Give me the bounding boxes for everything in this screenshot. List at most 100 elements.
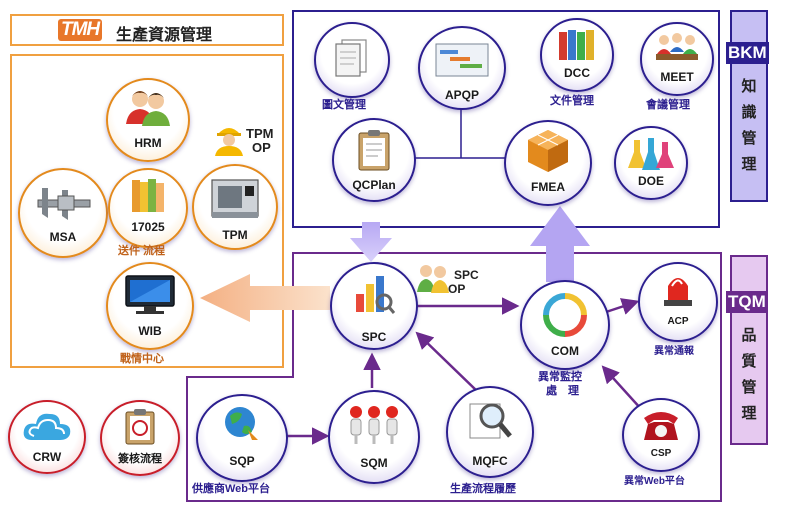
- mqfc-caption: 生產流程履歷: [450, 483, 516, 495]
- bar-chart-icon: [356, 276, 396, 314]
- com-caption-2: 處 理: [546, 385, 579, 397]
- sqp-caption: 供應商Web平台: [192, 483, 271, 495]
- arrow-to-wib: [200, 274, 330, 322]
- bkm-char-1: 知: [741, 78, 757, 95]
- tqm-char-4: 理: [741, 405, 757, 422]
- arrow-to-spc: [350, 222, 392, 262]
- com-node[interactable]: COM: [520, 280, 610, 370]
- n17025-node[interactable]: 17025: [108, 168, 188, 248]
- clipboard-icon: [358, 130, 390, 171]
- sqp-label: SQP: [229, 454, 255, 468]
- hrm-label: HRM: [134, 136, 162, 150]
- tmh-title: 生產資源管理: [116, 27, 213, 44]
- dcc-node[interactable]: DCC: [540, 18, 614, 92]
- cycle-icon: [543, 293, 587, 337]
- meet-caption: 會議管理: [646, 99, 690, 111]
- tpm-node[interactable]: TPM: [192, 164, 278, 250]
- caliper-icon: [37, 188, 91, 220]
- approval-clipboard-icon: [125, 409, 155, 445]
- msa-node[interactable]: MSA: [18, 168, 108, 258]
- arrow-to-fmea: [530, 206, 590, 282]
- com-caption-1: 異常監控: [538, 371, 582, 383]
- gantt-icon: [435, 43, 489, 77]
- csp-label: CSP: [650, 448, 672, 459]
- crw-node[interactable]: CRW: [8, 400, 86, 474]
- bkm-char-2: 識: [741, 104, 757, 121]
- meet-node[interactable]: MEET: [640, 22, 714, 96]
- tqm-frame: [292, 252, 722, 378]
- tqm-frame-step: [186, 376, 294, 378]
- spc-label: SPC: [361, 330, 387, 344]
- acp-caption: 異常通報: [654, 346, 694, 357]
- audit-label: 簽核流程: [118, 453, 162, 465]
- folders-icon: [132, 179, 164, 212]
- tqm-label: TQM 品 質 管 理: [726, 255, 768, 445]
- worker-icon: [215, 128, 243, 156]
- csp-caption: 異常Web平台: [624, 476, 685, 487]
- tqm-char-3: 管: [741, 379, 757, 396]
- spc-op-label: SPC: [454, 268, 479, 282]
- people-icon: [126, 91, 170, 126]
- tpm-op-label: TPM: [246, 126, 274, 141]
- machine-icon: [211, 179, 259, 218]
- fmea-label: FMEA: [531, 180, 565, 194]
- tpm-label: TPM: [222, 228, 248, 242]
- team-icon: [350, 406, 398, 444]
- tmh-frame: [10, 54, 284, 368]
- binders-icon: [559, 30, 594, 60]
- tuwen-caption: 圖文管理: [322, 99, 366, 111]
- bkm-label: BKM 知 識 管 理: [726, 10, 769, 202]
- com-label: COM: [551, 344, 579, 358]
- cubes-icon: [528, 130, 568, 172]
- tqm-frame-lower: [186, 378, 722, 502]
- tpm-op-label-2: OP: [252, 140, 271, 155]
- flask-icon: [628, 138, 674, 170]
- crw-label: CRW: [32, 450, 62, 464]
- qcplan-node[interactable]: QCPlan: [332, 118, 416, 202]
- apqp-label: APQP: [444, 88, 479, 102]
- operators-icon: [417, 265, 449, 293]
- mqfc-label: MQFC: [472, 454, 508, 468]
- tmh-header: TMH 生產資源管理: [10, 14, 284, 46]
- acp-label: ACP: [667, 316, 689, 327]
- magnifier-icon: [469, 403, 512, 439]
- fmea-node[interactable]: FMEA: [504, 120, 592, 206]
- mqfc-node[interactable]: MQFC: [446, 386, 534, 478]
- tqm-code: TQM: [726, 291, 768, 313]
- spc-node[interactable]: SPC: [330, 262, 418, 350]
- sqm-node[interactable]: SQM: [328, 390, 420, 484]
- monitor-icon: [125, 275, 175, 314]
- dcc-caption: 文件管理: [550, 95, 594, 107]
- tqm-char-1: 品: [741, 327, 757, 344]
- globe-icon: [225, 407, 258, 440]
- sqm-label: SQM: [360, 456, 388, 470]
- document-icon: [335, 39, 367, 77]
- arrow-mqfc-spc: [415, 331, 479, 393]
- n17025-label: 17025: [131, 220, 165, 234]
- spc-op-label-2: OP: [448, 282, 466, 296]
- meeting-icon: [656, 33, 698, 60]
- meet-label: MEET: [660, 70, 694, 84]
- tqm-char-2: 質: [741, 353, 757, 370]
- apqp-node[interactable]: APQP: [418, 26, 506, 110]
- wib-caption: 戰情中心: [120, 353, 164, 365]
- audit-node[interactable]: 簽核流程: [100, 400, 180, 476]
- siren-icon: [664, 278, 692, 306]
- bkm-code: BKM: [726, 42, 769, 64]
- bkm-char-4: 理: [741, 156, 757, 173]
- tmh-logo: TMH: [58, 19, 103, 41]
- acp-node[interactable]: ACP: [638, 262, 718, 342]
- msa-label: MSA: [49, 230, 77, 244]
- bkm-frame: [292, 10, 720, 228]
- telephone-icon: [644, 412, 678, 440]
- tuwen-node[interactable]: [314, 22, 390, 98]
- csp-node[interactable]: CSP: [622, 398, 700, 472]
- hrm-node[interactable]: HRM: [106, 78, 190, 162]
- arrow-com-acp: [605, 298, 640, 315]
- arrow-csp-com: [601, 365, 643, 411]
- bkm-char-3: 管: [741, 130, 757, 147]
- wib-node[interactable]: WIB: [106, 262, 194, 350]
- sqp-node[interactable]: SQP: [196, 394, 288, 482]
- doe-node[interactable]: DOE: [614, 126, 688, 200]
